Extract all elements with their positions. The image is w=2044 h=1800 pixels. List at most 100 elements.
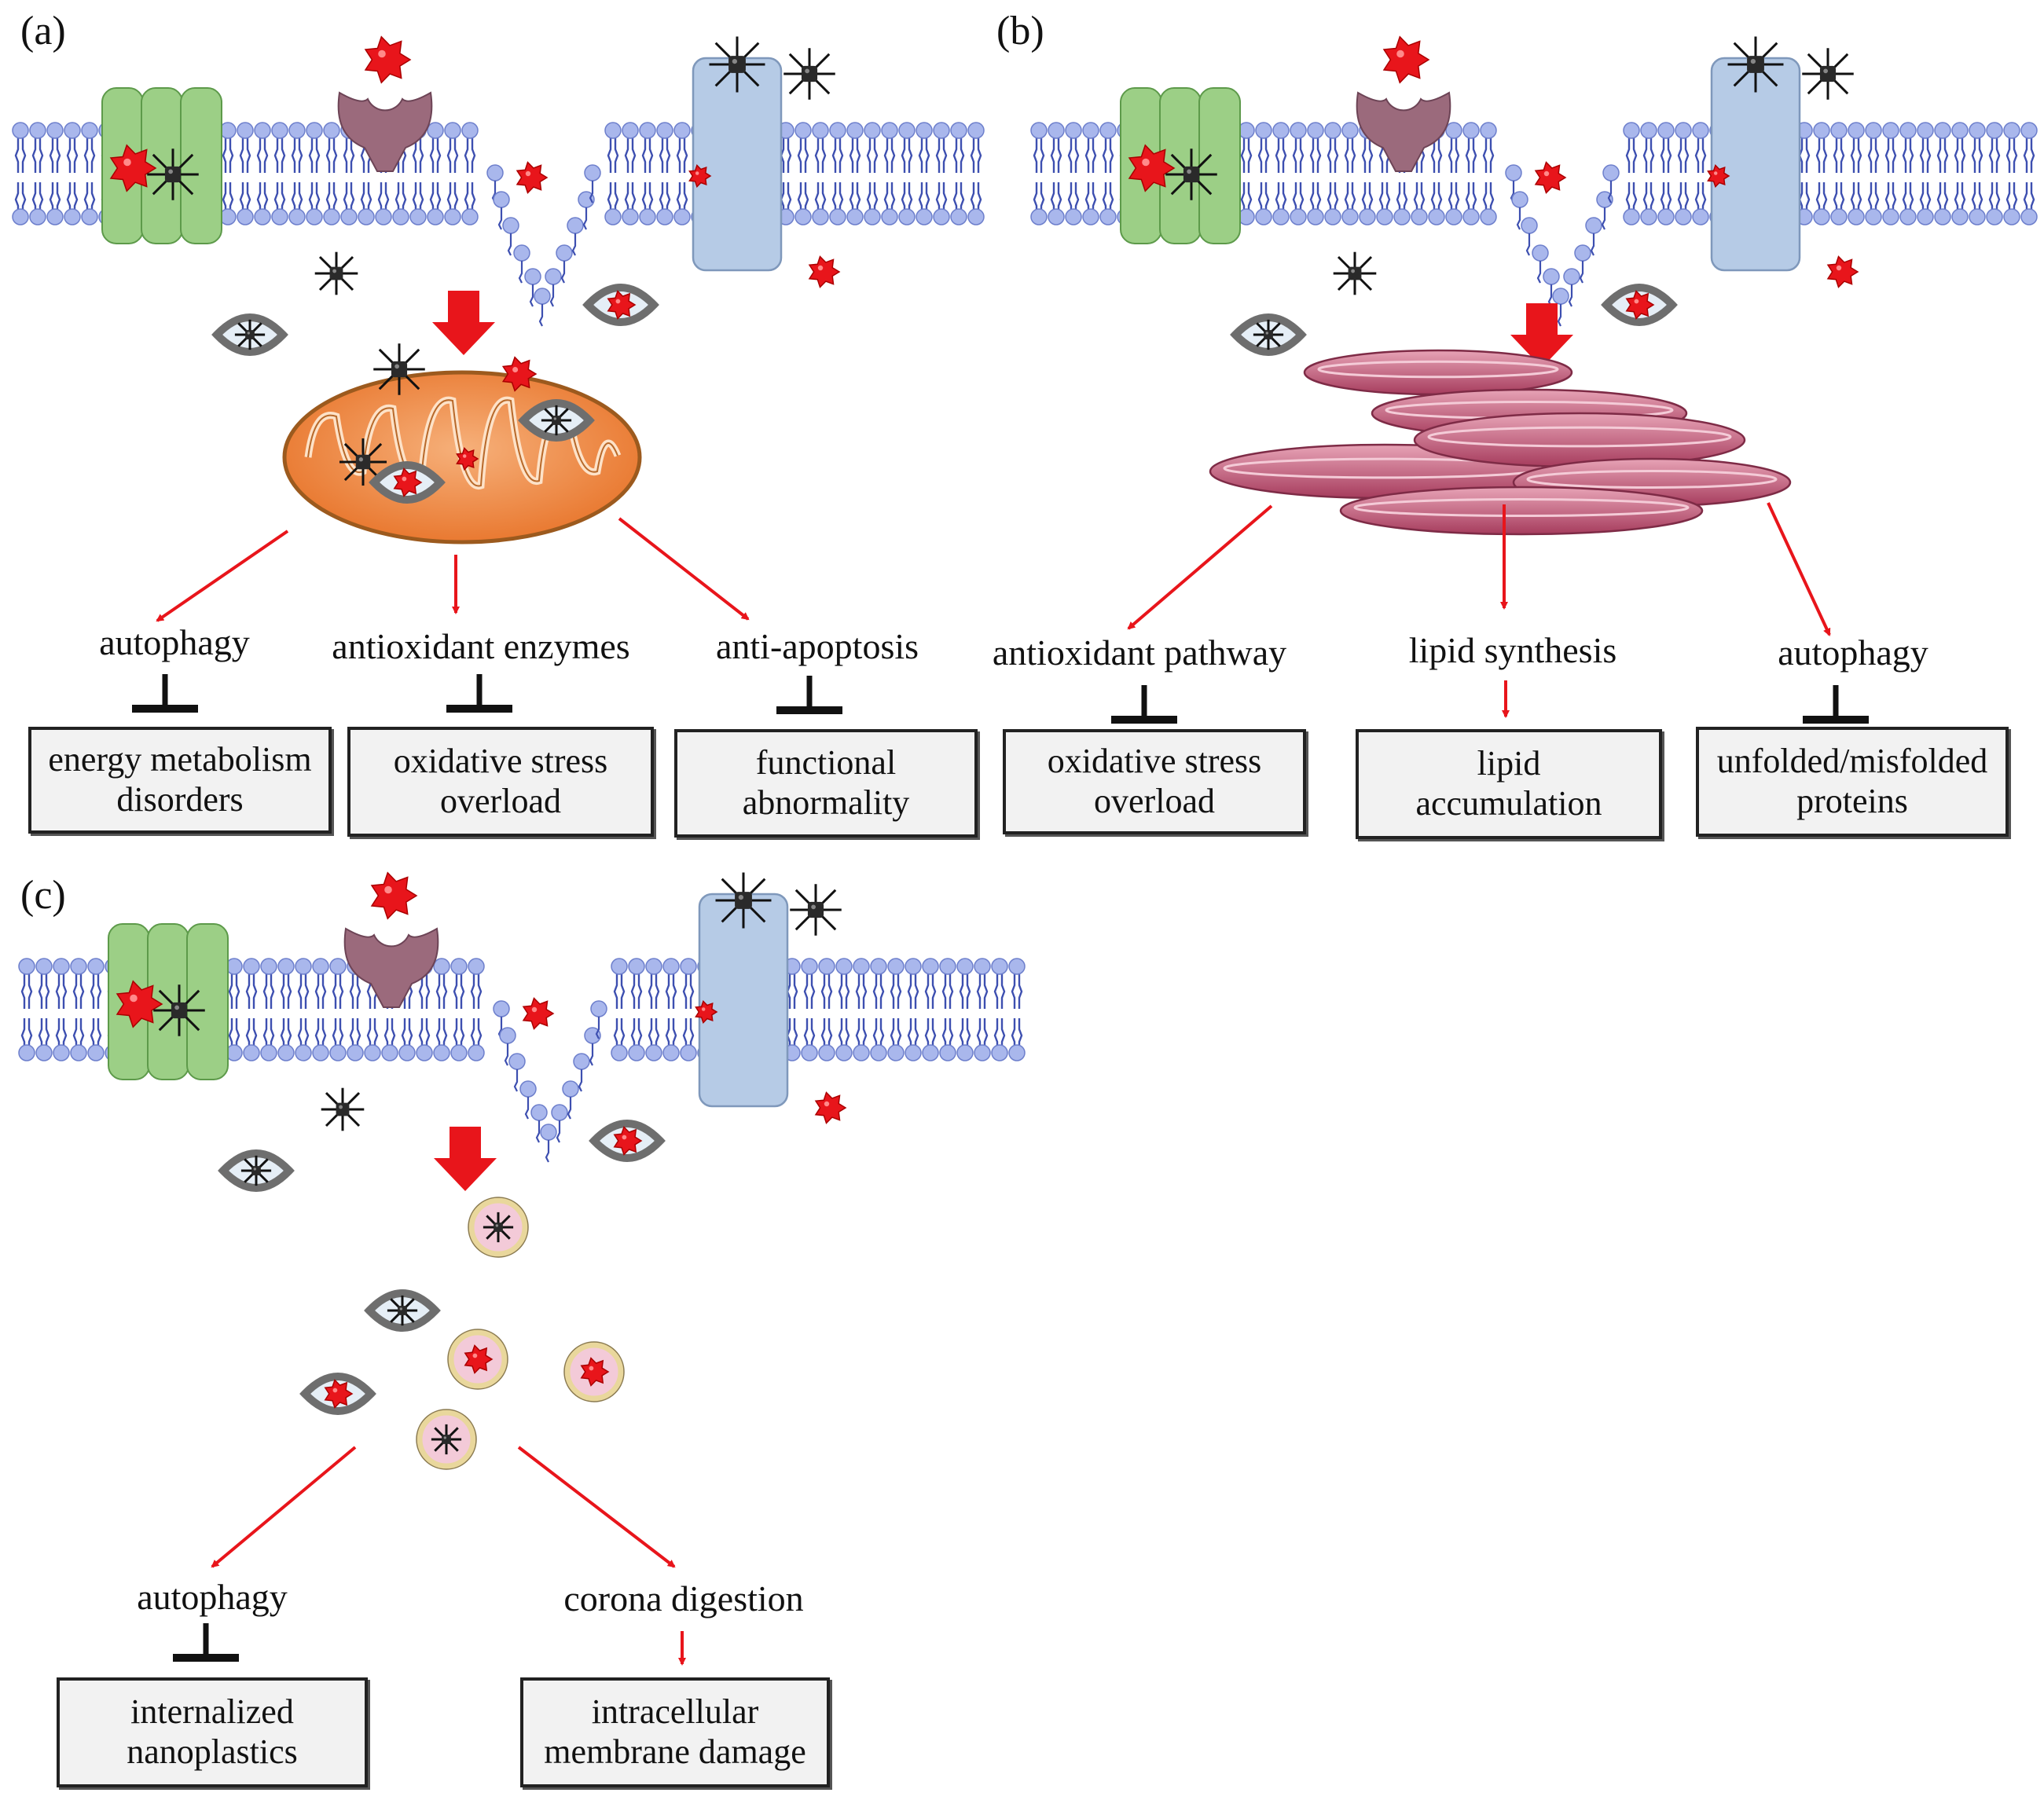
endosome-vesicle-icon	[211, 313, 288, 356]
black-nanoplastic-icon	[234, 319, 266, 350]
membrane-receptor-protein	[337, 91, 433, 172]
membrane-receptor-protein	[1356, 91, 1451, 172]
outcome-line: intracellular	[591, 1692, 759, 1732]
outcome-box-c-membrane-damage: intracellular membrane damage	[520, 1677, 830, 1787]
endosome-vesicle-icon	[218, 1149, 295, 1192]
outcome-line: lipid	[1477, 744, 1541, 783]
red-nanoplastic-icon	[516, 161, 549, 194]
endocytic-pit	[1505, 164, 1620, 327]
lipid-bilayer	[611, 958, 1026, 1061]
black-nanoplastic-icon	[715, 872, 772, 929]
black-nanoplastic-icon	[483, 1212, 514, 1243]
endosome-vesicle-icon	[369, 461, 446, 504]
black-nanoplastic-icon	[783, 48, 835, 100]
mechanism-a-antioxidant-enzymes: antioxidant enzymes	[332, 626, 630, 666]
ion-channel-protein	[108, 923, 229, 1080]
inhibition-bar	[1111, 685, 1177, 724]
black-nanoplastic-icon	[1253, 319, 1284, 350]
outcome-line: internalized	[130, 1692, 294, 1732]
mechanism-c-autophagy: autophagy	[137, 1577, 288, 1617]
inhibition-bar	[776, 676, 842, 714]
inhibition-bar	[446, 674, 512, 713]
red-nanoplastic-icon	[580, 1357, 610, 1387]
black-nanoplastic-icon	[339, 438, 387, 486]
black-nanoplastic-icon	[1333, 251, 1377, 295]
black-nanoplastic-icon	[790, 884, 842, 936]
outcome-line: energy metabolism	[48, 740, 312, 779]
endosome-vesicle-icon	[364, 1289, 441, 1332]
red-nanoplastic-icon	[695, 1000, 718, 1024]
red-nanoplastic-icon	[116, 980, 163, 1028]
endosome-vesicle-icon	[447, 1329, 508, 1390]
red-nanoplastic-icon	[464, 1344, 494, 1374]
endosome-vesicle-icon	[416, 1409, 477, 1470]
endosome-vesicle-icon	[1230, 313, 1307, 356]
black-nanoplastic-icon	[1727, 36, 1784, 93]
big-red-arrow	[434, 1127, 497, 1191]
black-nanoplastic-icon	[373, 343, 425, 395]
black-nanoplastic-icon	[541, 405, 572, 436]
black-nanoplastic-icon	[321, 1087, 365, 1131]
big-red-arrow	[1510, 303, 1573, 368]
black-nanoplastic-icon	[709, 36, 765, 93]
mechanism-b-lipid-synthesis: lipid synthesis	[1408, 630, 1617, 670]
mechanism-a-anti-apoptosis: anti-apoptosis	[715, 626, 919, 666]
red-nanoplastic-icon	[364, 35, 412, 84]
black-nanoplastic-icon	[387, 1295, 418, 1326]
endosome-vesicle-icon	[582, 284, 659, 326]
outcome-line: overload	[1094, 782, 1215, 820]
ion-channel-protein	[101, 87, 222, 244]
inhibition-bar	[132, 674, 198, 713]
endosome-vesicle-icon	[468, 1197, 529, 1258]
mechanism-b-antioxidant-pathway: antioxidant pathway	[992, 632, 1287, 673]
red-nanoplastic-icon	[109, 144, 157, 192]
outcome-box-c-internalized-nanoplastics: internalized nanoplastics	[57, 1677, 368, 1787]
outcome-box-a-oxidative-stress: oxidative stress overload	[347, 727, 654, 837]
red-nanoplastic-icon	[1625, 290, 1655, 320]
red-nanoplastic-icon	[613, 1126, 643, 1156]
black-nanoplastic-icon	[314, 251, 358, 295]
red-arrow-to-antioxidant-pathway	[1127, 504, 1273, 630]
inhibition-bar	[173, 1623, 239, 1662]
red-nanoplastic-icon	[522, 997, 555, 1030]
outcome-line: abnormality	[742, 783, 910, 822]
red-nanoplastic-icon	[1707, 164, 1730, 188]
inhibition-bar	[1803, 685, 1869, 724]
outcome-box-b-lipid-accumulation: lipid accumulation	[1356, 729, 1662, 839]
red-nanoplastic-icon	[324, 1379, 354, 1409]
red-nanoplastic-icon	[607, 290, 637, 320]
outcome-line: oxidative stress	[1047, 742, 1262, 781]
panel-label-a: (a)	[20, 9, 66, 53]
red-nanoplastic-icon	[1128, 144, 1176, 192]
lipid-bilayer	[1623, 122, 2038, 225]
red-nanoplastic-icon	[370, 871, 418, 920]
red-nanoplastic-icon	[1826, 255, 1859, 288]
mechanism-a-autophagy: autophagy	[99, 622, 250, 662]
lipid-bilayer	[604, 122, 985, 225]
outcome-box-b-oxidative-stress: oxidative stress overload	[1003, 729, 1306, 834]
red-nanoplastic-icon	[501, 356, 538, 392]
membrane-receptor-protein	[343, 927, 439, 1008]
outcome-box-a-energy-metabolism: energy metabolism disorders	[28, 727, 332, 834]
red-arrow-to-autophagy	[1767, 502, 1831, 636]
endosome-vesicle-icon	[1601, 284, 1678, 326]
red-arrow-to-autophagy	[211, 1446, 357, 1568]
black-nanoplastic-icon	[1165, 148, 1217, 200]
panel-b-artwork	[1030, 35, 2038, 724]
outcome-box-a-functional-abnormality: functional abnormality	[674, 729, 978, 838]
red-arrow-to-corona-digestion	[517, 1446, 676, 1568]
black-nanoplastic-icon	[240, 1155, 272, 1186]
panel-label-c: (c)	[20, 873, 66, 918]
red-arrow-to-anti-apoptosis	[618, 517, 750, 621]
red-nanoplastic-icon	[688, 164, 712, 188]
endosome-vesicle-icon	[518, 399, 595, 442]
panel-c-artwork	[18, 871, 1026, 1666]
outcome-line: overload	[440, 782, 561, 820]
panel-a-artwork	[12, 35, 985, 714]
red-nanoplastic-icon	[456, 447, 479, 471]
red-arrow-to-autophagy	[156, 530, 289, 622]
mechanism-c-corona-digestion: corona digestion	[563, 1578, 804, 1619]
endosome-vesicle-icon	[299, 1373, 376, 1415]
outcome-line: nanoplastics	[127, 1732, 298, 1771]
